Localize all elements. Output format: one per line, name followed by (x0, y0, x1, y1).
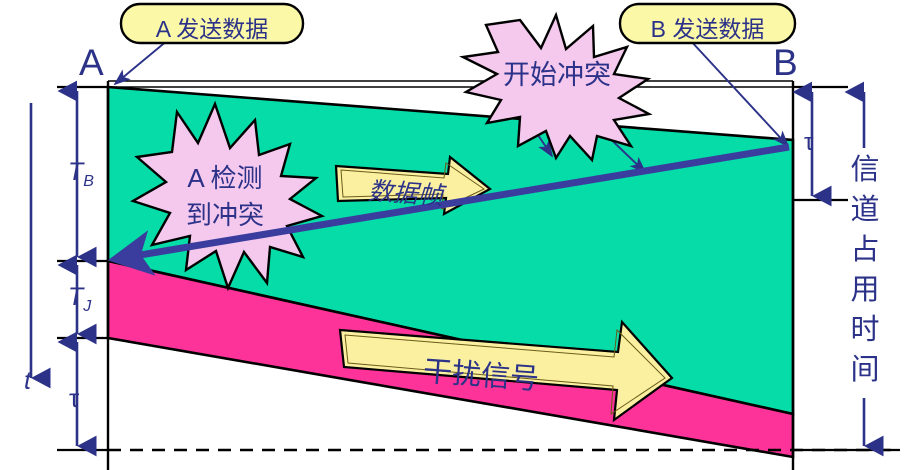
b-send-leader (689, 39, 790, 148)
a-send-leader (113, 39, 169, 86)
a-detect-burst (130, 100, 326, 292)
jam-signal-arrow (338, 319, 674, 423)
collision-propagation-arrow (107, 143, 790, 276)
jam-signal-arrow-inner-outline (344, 328, 666, 415)
collision-start-burst (459, 11, 653, 163)
a-send-callout-box[interactable] (119, 2, 305, 45)
b-send-callout-box[interactable] (618, 2, 797, 45)
